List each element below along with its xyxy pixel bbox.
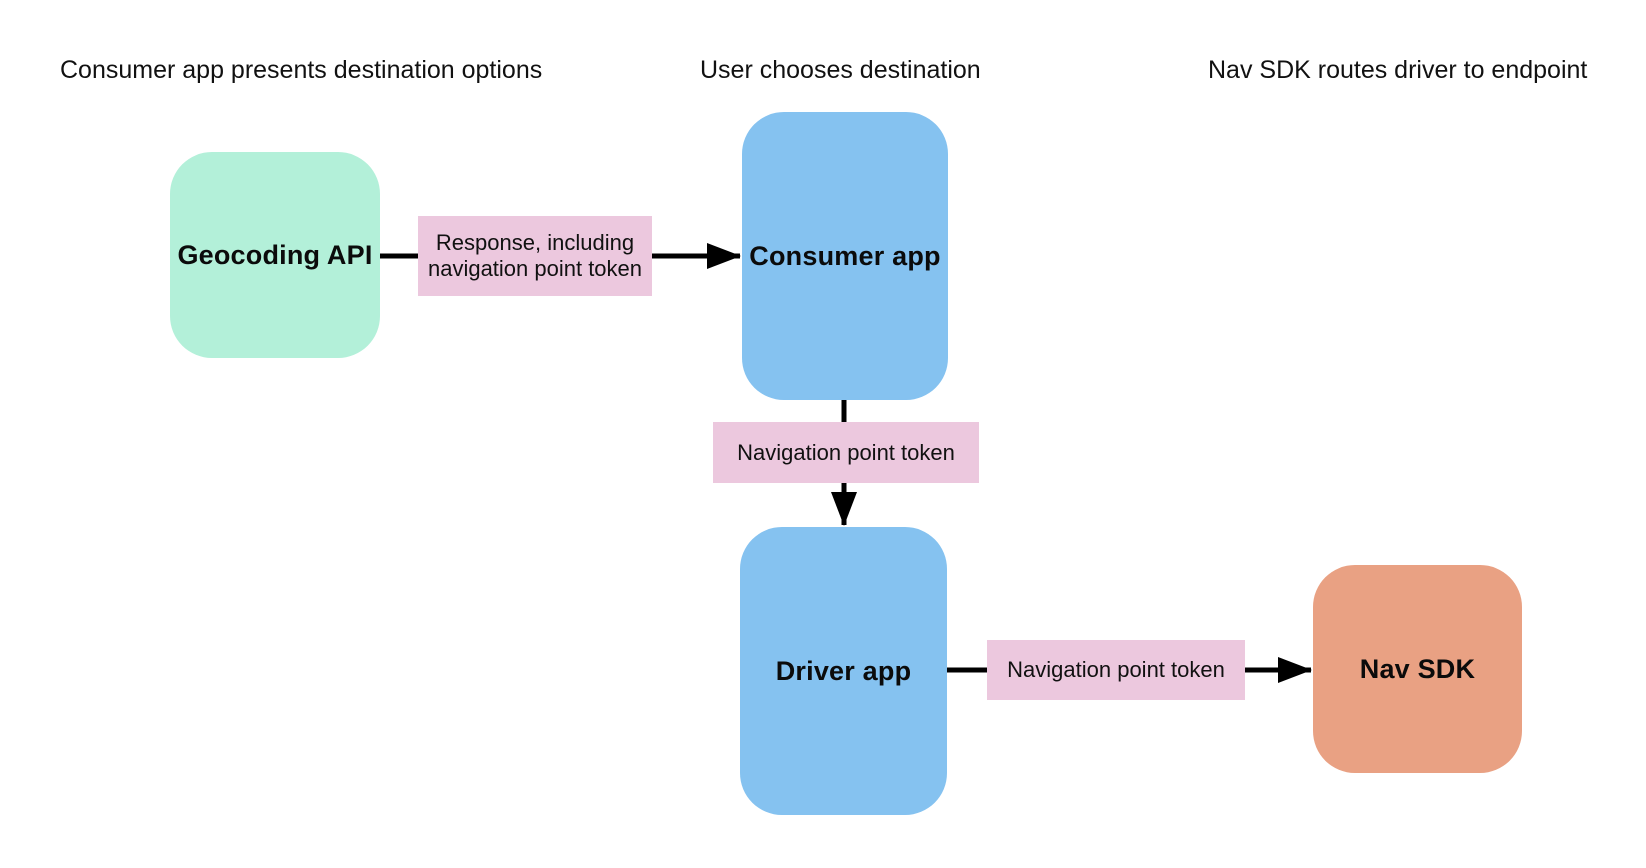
node-geocoding-api: Geocoding API [170,152,380,358]
node-label-nav-sdk: Nav SDK [1359,653,1476,684]
node-driver-app: Driver app [740,527,947,815]
edge-label-navigation-point-token-2: Navigation point token [987,640,1245,700]
node-label-driver-app: Driver app [775,655,912,686]
node-nav-sdk: Nav SDK [1313,565,1522,773]
node-label-consumer-app: Consumer app [749,240,941,271]
lane-header-user-chooses: User chooses destination [700,56,981,84]
edge-label-response-including-token: Response, including navigation point tok… [418,216,652,296]
lane-header-consumer-presents: Consumer app presents destination option… [60,56,543,84]
node-label-geocoding-api: Geocoding API [177,239,373,270]
edge-label-navigation-point-token-1: Navigation point token [713,422,979,483]
lane-header-navsdk-routes: Nav SDK routes driver to endpoint [1208,56,1588,84]
node-consumer-app: Consumer app [742,112,948,400]
